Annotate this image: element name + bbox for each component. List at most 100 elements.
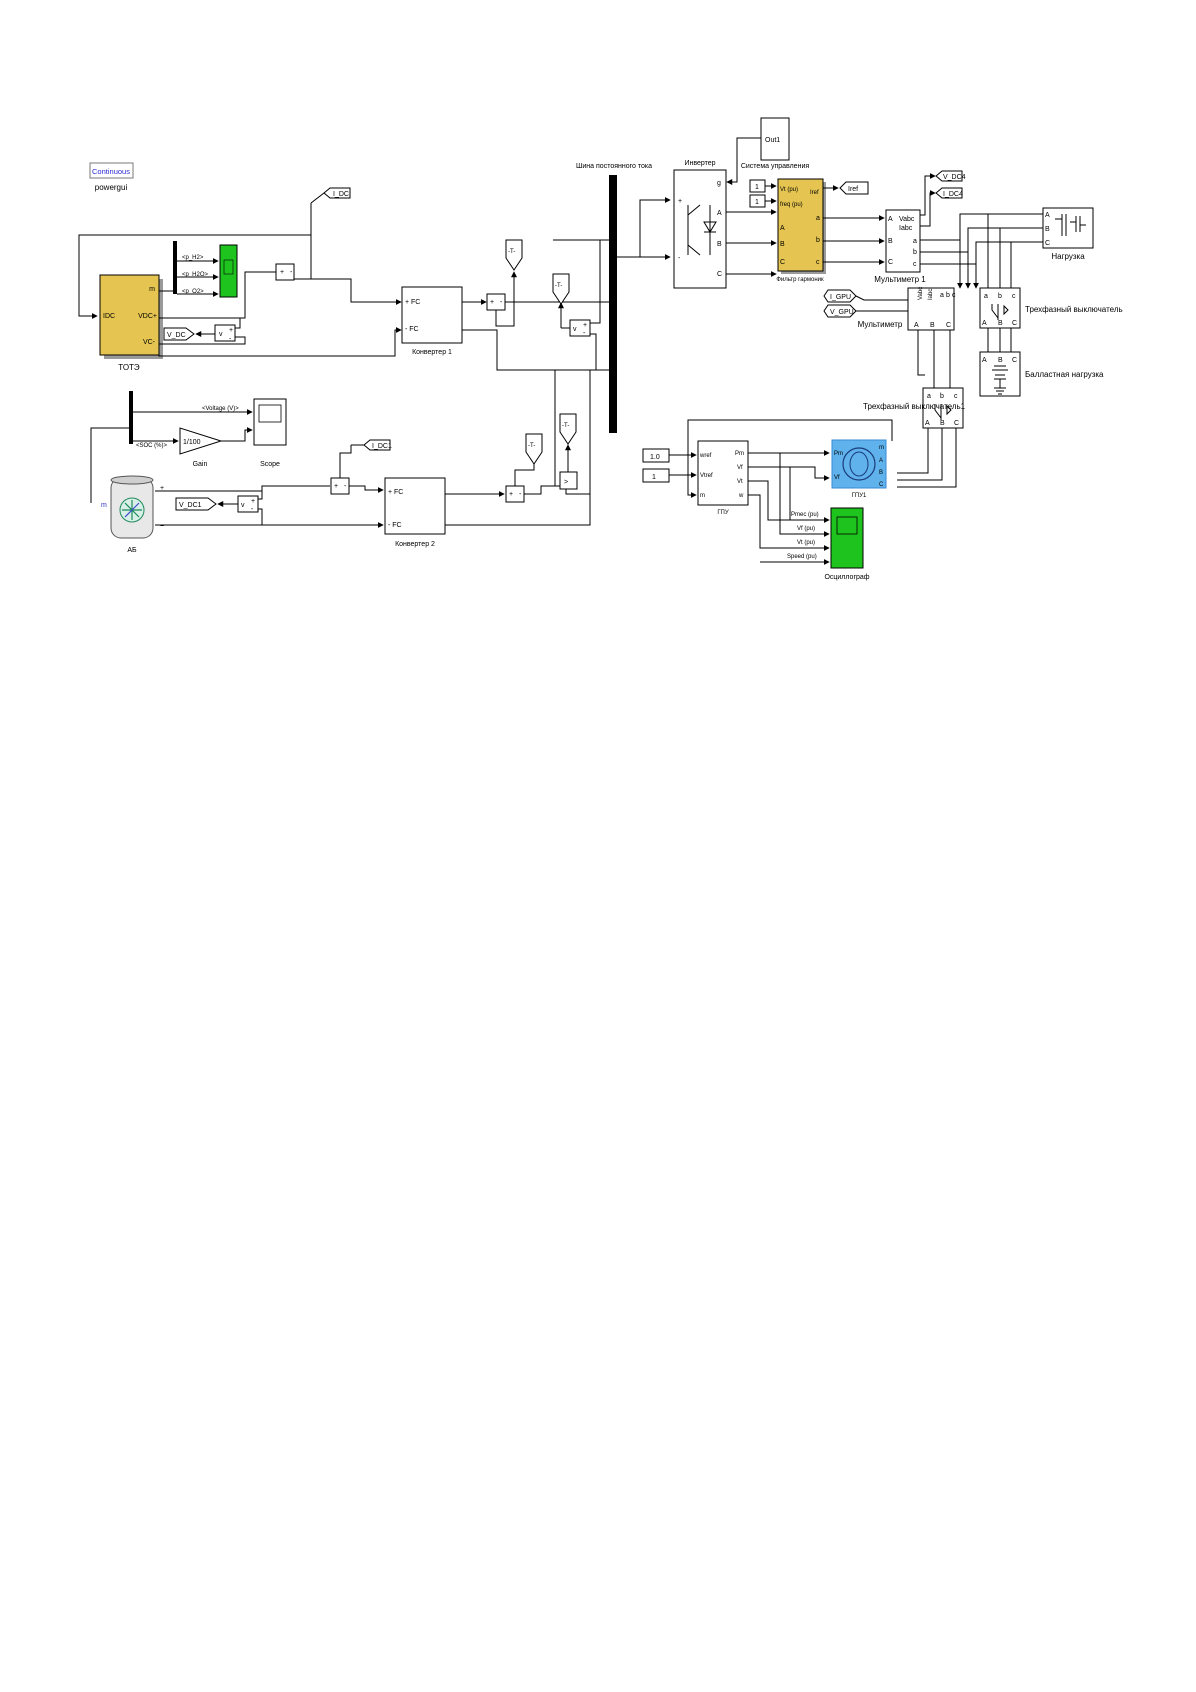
conv1-current-sensor[interactable]: + -: [486, 293, 506, 311]
fc-voltage-sensor[interactable]: v + -: [214, 324, 236, 343]
ab-signal-voltage: <Voltage (V)>: [202, 406, 239, 412]
svg-text:Out1: Out1: [765, 137, 780, 144]
svg-text:g: g: [717, 180, 721, 187]
breaker-block[interactable]: a b c A B C Трехфазный выключатель: [979, 287, 1123, 329]
svg-text:C: C: [888, 259, 893, 266]
terminator-2[interactable]: -T-: [552, 273, 570, 305]
svg-text:Vf (pu): Vf (pu): [797, 526, 815, 532]
scope-block[interactable]: Scope: [253, 398, 287, 468]
svg-text:B: B: [780, 241, 785, 248]
svg-text:-T-: -T-: [555, 283, 562, 289]
filter-block[interactable]: Vt (pu) freq (pu) A B C Iref a b c Фильт…: [776, 178, 826, 283]
tag-v-dc4[interactable]: V_DC4: [935, 170, 966, 182]
svg-text:A: A: [914, 322, 919, 329]
fc-current-sensor[interactable]: + -: [275, 263, 295, 281]
ab-current-sensor[interactable]: + -: [330, 477, 350, 495]
svg-text:1: 1: [652, 474, 656, 481]
multimeter1-block[interactable]: A B C Vabc Iabc a b c Мультиметр 1: [874, 209, 926, 284]
svg-text:c: c: [952, 292, 956, 299]
svg-text:A: A: [1045, 212, 1050, 219]
gain-block[interactable]: 1/100 Gain: [179, 427, 223, 468]
svg-text:a: a: [984, 293, 988, 300]
converter2-block[interactable]: + FC - FC Конвертер 2: [384, 477, 446, 548]
svg-text:v: v: [241, 502, 245, 509]
svg-text:Vt (pu): Vt (pu): [780, 187, 798, 193]
svg-text:I_DC4: I_DC4: [943, 191, 963, 198]
svg-text:b: b: [816, 237, 820, 244]
svg-text:Vabc: Vabc: [899, 216, 915, 223]
svg-text:+: +: [678, 198, 682, 205]
svg-text:B: B: [1045, 226, 1050, 233]
svg-text:Iref: Iref: [848, 186, 858, 193]
load-block[interactable]: A B C Нагрузка: [1042, 207, 1094, 261]
tag-i-dc1[interactable]: I_DC1: [363, 439, 392, 451]
svg-text:V_DC1: V_DC1: [179, 502, 202, 509]
fc-signal-o2: <p_O2>: [182, 289, 204, 295]
multimeter-label: Мультиметр: [858, 320, 903, 329]
multimeter1-label: Мультиметр 1: [874, 275, 926, 284]
const-vtref[interactable]: 1: [642, 468, 670, 483]
conv2-current-sensor[interactable]: + -: [505, 485, 525, 503]
converter1-block[interactable]: + FC - FC Конвертер 1: [401, 286, 463, 356]
terminator-4[interactable]: -T-: [559, 413, 577, 445]
const-2[interactable]: 1: [749, 194, 766, 208]
ballast-load-block[interactable]: A B C Балластная нагрузка: [979, 351, 1104, 397]
ab-demux: [129, 391, 133, 444]
powergui-block[interactable]: Continuous powergui: [89, 162, 134, 192]
bus-voltage-sensor[interactable]: v + -: [569, 319, 591, 337]
const-vref[interactable]: 1.0: [642, 448, 670, 463]
battery-block[interactable]: m + − АБ: [101, 475, 164, 554]
svg-text:+: +: [280, 269, 284, 276]
breaker1-block[interactable]: a b c A B C Трехфазный выключатель1: [863, 387, 966, 429]
tag-v-gpu[interactable]: V_GPU: [823, 304, 857, 318]
svg-text:c: c: [913, 261, 917, 268]
fc-port-idc: IDC: [103, 313, 115, 320]
tag-iref[interactable]: Iref: [839, 181, 869, 195]
svg-text:a: a: [940, 292, 944, 299]
svg-text:C: C: [717, 271, 722, 278]
svg-text:w: w: [738, 493, 744, 499]
tag-i-gpu[interactable]: I_GPU: [823, 289, 857, 303]
tag-v-dc1[interactable]: V_DC1: [175, 497, 217, 511]
svg-text:1: 1: [755, 199, 759, 206]
svg-text:C: C: [1045, 240, 1050, 247]
fuel-cell-block[interactable]: IDC m VDC+ VC- ТОТЭ: [99, 274, 163, 372]
fc-display-scope[interactable]: [219, 244, 238, 298]
const-1[interactable]: 1: [749, 179, 766, 193]
svg-text:-: -: [519, 491, 522, 498]
dc-bus[interactable]: Шина постоянного тока: [576, 163, 652, 433]
converter1-label: Конвертер 1: [412, 349, 452, 356]
svg-text:+: +: [160, 485, 164, 492]
svg-text:Pm: Pm: [834, 451, 843, 457]
breaker1-label: Трехфазный выключатель1: [863, 402, 966, 411]
terminator-1[interactable]: -T-: [505, 239, 523, 271]
multimeter-block[interactable]: Vabc Iabc a b c A B C Мультиметр: [858, 287, 956, 331]
svg-text:C: C: [946, 322, 951, 329]
svg-text:+: +: [251, 498, 255, 505]
tag-i-dc4[interactable]: I_DC4: [935, 187, 963, 199]
terminator-3[interactable]: -T-: [525, 433, 543, 465]
gpu-block[interactable]: wref Vtref m Pm Vf Vt w ГПУ: [697, 440, 749, 516]
svg-text:A: A: [982, 357, 987, 364]
oscillograph-block[interactable]: Осциллограф: [824, 507, 870, 581]
gpu-label: ГПУ: [717, 510, 729, 516]
fc-signal-labels: <p_H2> <p_H2O> <p_O2>: [182, 255, 209, 295]
svg-text:Pm: Pm: [735, 451, 744, 457]
control-system-block[interactable]: Out1 Система управления: [741, 117, 810, 170]
tag-i-dc[interactable]: I_DC: [323, 187, 351, 199]
comparator-block[interactable]: >: [559, 471, 578, 490]
inverter-block[interactable]: Инвертер g + - A B C: [673, 160, 727, 289]
gpu1-block[interactable]: Pm Vf m A B C ГПУ1: [831, 439, 887, 499]
oscillograph-signals: Pmec (pu) Vf (pu) Vt (pu) Speed (pu): [787, 512, 819, 560]
svg-text:m: m: [879, 445, 884, 451]
svg-text:Vf: Vf: [737, 465, 743, 471]
svg-text:Iabc: Iabc: [928, 289, 934, 300]
svg-text:C: C: [780, 259, 785, 266]
fc-port-m: m: [149, 286, 155, 293]
tag-v-dc[interactable]: V_DC: [163, 327, 195, 341]
ab-voltage-sensor[interactable]: v + -: [237, 495, 259, 513]
svg-text:+: +: [334, 483, 338, 490]
svg-text:B: B: [879, 470, 883, 476]
svg-text:-T-: -T-: [508, 249, 515, 255]
